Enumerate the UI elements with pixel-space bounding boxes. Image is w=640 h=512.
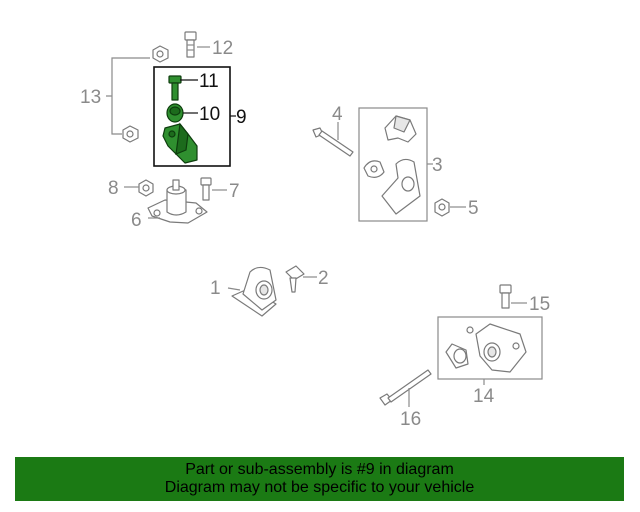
mount-3-upper (384, 115, 417, 143)
nut-13-bottom (122, 125, 139, 143)
callout-16: 16 (400, 409, 421, 430)
mount-3-lower (381, 158, 421, 215)
banner-line-2: Diagram may not be specific to your vehi… (164, 479, 475, 496)
bushing-10[interactable] (166, 103, 184, 123)
bolt-11[interactable] (168, 75, 182, 101)
leader-13 (106, 57, 150, 135)
mount-3-washer (363, 160, 385, 178)
bolt-12 (184, 31, 197, 58)
mount-1 (231, 266, 277, 317)
leader-1 (227, 287, 241, 291)
nut-8 (138, 179, 154, 197)
bolt-16 (379, 369, 432, 406)
callout-6: 6 (131, 210, 142, 231)
bolt-4 (312, 127, 354, 157)
callout-14: 14 (473, 386, 495, 407)
bolt-15 (499, 284, 512, 309)
bracket-9[interactable] (162, 122, 198, 164)
callout-3: 3 (432, 155, 443, 176)
washer-2 (285, 265, 305, 293)
callout-13: 13 (80, 87, 101, 108)
engine-mount-6 (147, 179, 208, 224)
mount-14-bracket (466, 323, 527, 373)
parts-diagram: 13 12 11 10 9 8 7 (80, 31, 550, 430)
callout-9: 9 (236, 107, 247, 128)
callout-11: 11 (199, 71, 219, 92)
nut-13-top (152, 45, 169, 63)
callout-2: 2 (318, 268, 329, 289)
callout-10: 10 (199, 104, 220, 125)
mount-14-bushing (445, 343, 469, 369)
banner-line-1: Part or sub-assembly is #9 in diagram (185, 461, 454, 478)
callout-8: 8 (108, 178, 119, 199)
callout-12: 12 (212, 38, 233, 59)
callout-1: 1 (210, 278, 221, 299)
info-banner: Part or sub-assembly is #9 in diagram Di… (15, 457, 624, 501)
callout-4: 4 (332, 104, 343, 125)
assembly-box-14 (437, 316, 543, 380)
callout-15: 15 (529, 294, 550, 315)
bolt-7 (200, 177, 212, 201)
callout-7: 7 (229, 181, 240, 202)
nut-5 (434, 198, 450, 217)
callout-5: 5 (468, 198, 479, 219)
